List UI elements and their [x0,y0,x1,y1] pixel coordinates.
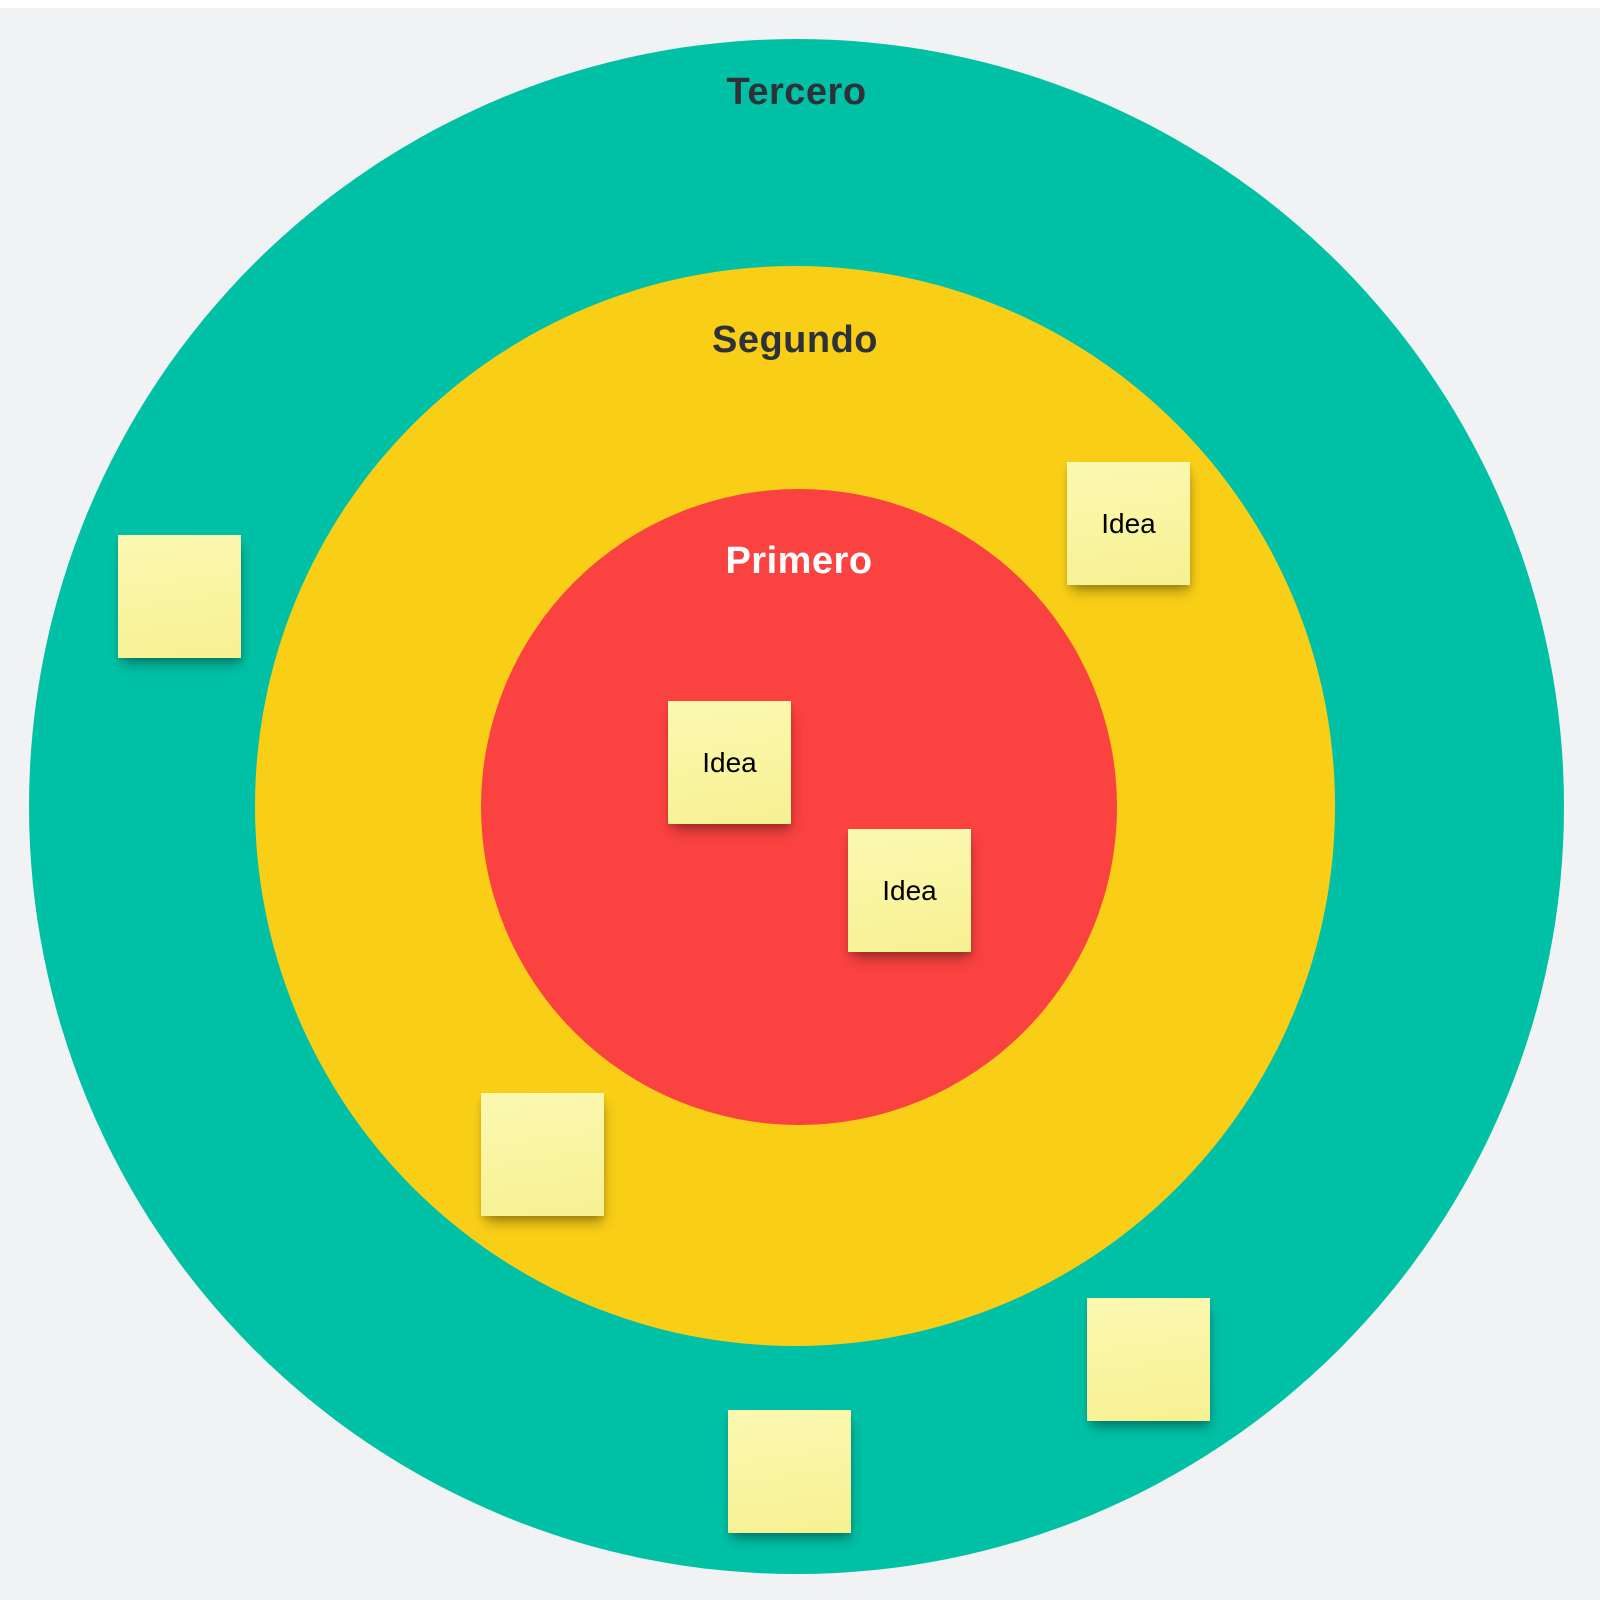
circle-ring-primero[interactable]: Primero [481,489,1117,1125]
sticky-note-7[interactable] [1087,1298,1210,1421]
top-toolbar-edge [0,0,1600,8]
sticky-note-4-text: Idea [882,874,937,906]
ring-label-segundo: Segundo [711,319,879,361]
sticky-note-2[interactable]: Idea [1067,462,1190,585]
ring-label-primero: Primero [725,540,873,582]
ring-label-tercero: Tercero [726,71,867,113]
sticky-note-3-text: Idea [702,746,757,778]
sticky-note-4[interactable]: Idea [848,829,971,952]
sticky-note-2-text: Idea [1101,507,1156,539]
sticky-note-6[interactable] [728,1410,851,1533]
sticky-note-1[interactable] [118,535,241,658]
sticky-note-5[interactable] [481,1093,604,1216]
sticky-note-3[interactable]: Idea [668,701,791,824]
